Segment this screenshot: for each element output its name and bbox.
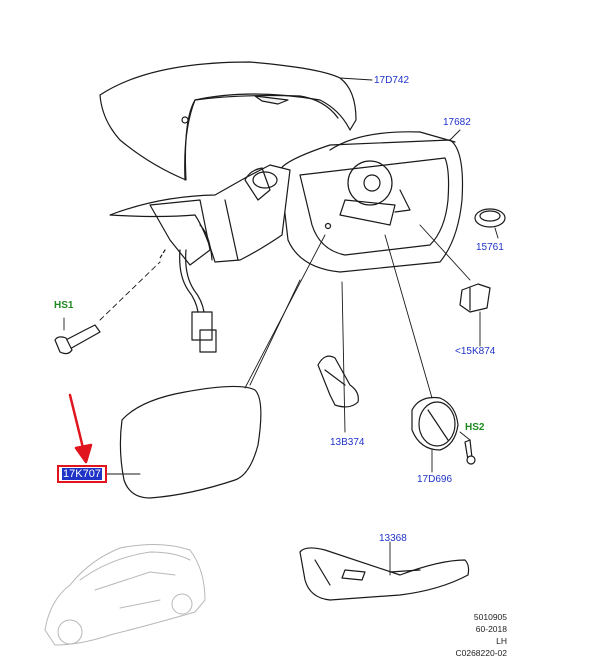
clip-part	[317, 355, 359, 408]
callout-15761[interactable]: 15761	[476, 242, 504, 253]
side-repeater-part	[299, 547, 470, 601]
reference-line-4: C0268220-02	[455, 648, 507, 658]
mirror-base-part	[109, 164, 291, 266]
mirror-glass-part	[119, 385, 262, 499]
reference-line-3: LH	[496, 636, 507, 646]
screw-hs2-part	[464, 439, 476, 465]
highlighted-label-text: 17K707	[62, 468, 102, 480]
callout-17k707-highlighted[interactable]: 17K707	[57, 465, 107, 483]
wiring-harness-part	[159, 249, 217, 353]
reference-line-1: 5010905	[473, 612, 507, 622]
plug-part	[474, 208, 506, 228]
bolt-hs1-part	[54, 261, 161, 355]
callout-17d696[interactable]: 17D696	[417, 474, 453, 485]
red-arrow-icon	[68, 393, 93, 464]
motor-part	[411, 396, 459, 451]
callout-hs2[interactable]: HS2	[465, 422, 485, 433]
callout-15k874[interactable]: <15K874	[455, 346, 496, 357]
callout-13368[interactable]: 13368	[379, 533, 407, 544]
vehicle-silhouette-image	[44, 543, 206, 646]
callout-17682[interactable]: 17682	[443, 117, 471, 128]
mirror-cover-part	[99, 61, 357, 181]
mirror-housing-part	[279, 131, 464, 273]
connector-part	[459, 283, 491, 313]
leader-lines	[63, 77, 499, 576]
callout-17d742[interactable]: 17D742	[374, 75, 410, 86]
callout-13b374[interactable]: 13B374	[330, 437, 365, 448]
reference-line-2: 60-2018	[475, 624, 507, 634]
callout-hs1[interactable]: HS1	[54, 300, 74, 311]
